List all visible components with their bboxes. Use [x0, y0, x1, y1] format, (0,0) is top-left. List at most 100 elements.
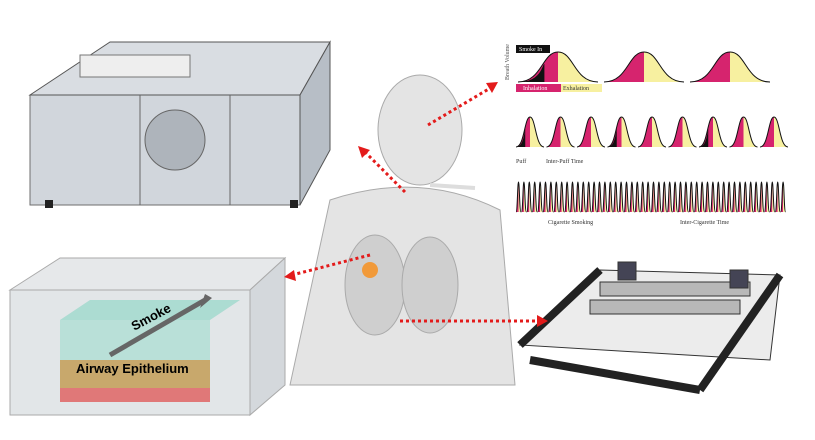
breath-volume-label: Breath Volume [505, 44, 511, 80]
breath-outline [693, 181, 700, 213]
inter-cigarette-label: Inter-Cigarette Time [680, 220, 729, 226]
breath-outline [742, 181, 749, 213]
breath-segment [730, 52, 770, 82]
breath-outline [623, 181, 630, 213]
breath-outline [639, 181, 646, 213]
breath-outline [603, 51, 685, 83]
breath-outline [546, 116, 575, 148]
breath-outline [736, 181, 743, 213]
breath-segment [652, 117, 666, 147]
breath-outline [547, 181, 554, 213]
breath-segment [644, 52, 684, 82]
breath-segment [591, 117, 605, 147]
breath-outline [709, 181, 716, 213]
breath-outline [763, 181, 770, 213]
breath-outline [531, 181, 538, 213]
breath-outline [747, 181, 754, 213]
breath-outline [715, 181, 722, 213]
cigarette-smoking-label: Cigarette Smoking [548, 220, 593, 226]
breath-outline [698, 116, 728, 148]
breath-segment [560, 117, 575, 147]
breath-outline [574, 181, 581, 213]
breath-outline [726, 181, 733, 213]
breath-outline [774, 181, 781, 213]
breath-outline [729, 116, 758, 148]
breath-segment [577, 117, 591, 147]
inhalation-label: Inhalation [523, 86, 547, 92]
breath-outline [618, 181, 625, 213]
breath-outline [650, 181, 657, 213]
breath-segment [546, 117, 561, 147]
breath-outline [558, 181, 565, 213]
breath-outline [542, 181, 549, 213]
breath-outline [668, 116, 697, 148]
breath-segment [699, 129, 709, 147]
breath-segment [690, 52, 730, 82]
breath-outline [526, 181, 533, 213]
human-figure [289, 74, 516, 386]
breath-outline [720, 181, 727, 213]
breath-outline [628, 181, 635, 213]
arrow-to-tissue [291, 253, 371, 277]
breath-segment [516, 129, 526, 147]
breath-segment [743, 117, 758, 147]
breath-outline [666, 181, 673, 213]
epithelium-label: Airway Epithelium [76, 361, 189, 376]
breath-outline [677, 181, 684, 213]
breath-outline [520, 181, 527, 213]
breath-segment [607, 117, 622, 147]
breath-segment [516, 117, 530, 147]
breath-segment [638, 117, 652, 147]
breath-segment [604, 52, 644, 82]
breath-outline [682, 181, 689, 213]
breath-outline [672, 181, 679, 213]
breath-outline [607, 116, 636, 148]
inter-puff-label: Inter-Puff Time [546, 158, 584, 165]
puff-label: Puff [516, 158, 526, 165]
breath-outline [515, 181, 522, 213]
breath-outline [553, 181, 560, 213]
breath-outline [612, 181, 619, 213]
breath-segment [668, 117, 683, 147]
breath-segment [699, 117, 713, 147]
breath-outline [576, 116, 606, 148]
arrows [284, 82, 548, 327]
breath-outline [564, 181, 571, 213]
breath-outline [769, 181, 776, 213]
breath-outline [645, 181, 652, 213]
breathing-pattern-chart [515, 51, 789, 213]
breath-outline [637, 116, 667, 148]
breath-outline [759, 116, 789, 148]
breath-outline [688, 181, 695, 213]
breath-segment [607, 129, 617, 147]
breath-segment [760, 117, 774, 147]
breath-outline [689, 51, 771, 83]
breath-outline [580, 181, 587, 213]
exposure-rail-device [517, 261, 784, 394]
breath-outline [634, 181, 641, 213]
breath-outline [537, 181, 544, 213]
breath-segment [558, 52, 598, 82]
breath-outline [731, 181, 738, 213]
exhalation-label: Exhalation [563, 86, 589, 92]
breath-outline [517, 51, 599, 83]
breath-segment [518, 64, 545, 82]
breath-segment [729, 117, 744, 147]
breath-segment [713, 117, 727, 147]
exposure-chamber-enclosure [28, 40, 331, 208]
breath-outline [704, 181, 711, 213]
breath-outline [655, 181, 662, 213]
smoke-in-label: Smoke In [519, 47, 542, 53]
breath-outline [596, 181, 603, 213]
breath-outline [758, 181, 765, 213]
breath-outline [585, 181, 592, 213]
breath-outline [699, 181, 706, 213]
breath-segment [518, 52, 558, 82]
breath-segment [774, 117, 788, 147]
breath-outline [569, 181, 576, 213]
breath-segment [621, 117, 636, 147]
breath-outline [661, 181, 668, 213]
arrow-to-chart [427, 85, 493, 127]
breath-outline [591, 181, 598, 213]
